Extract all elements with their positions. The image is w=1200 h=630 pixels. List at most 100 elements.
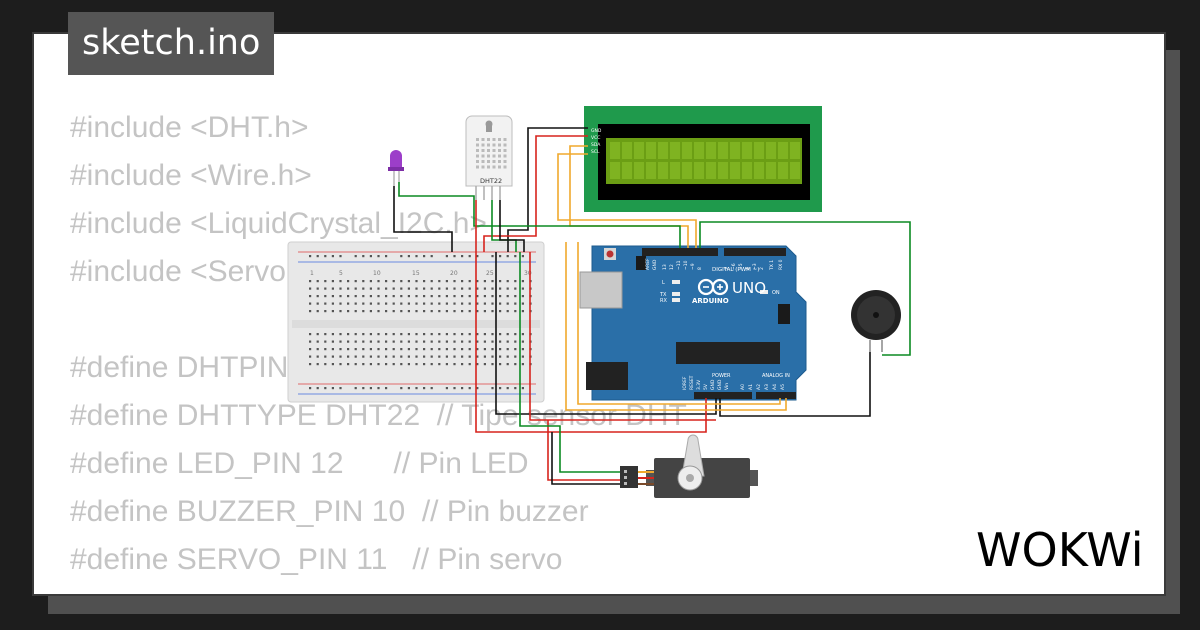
breadboard-hole [521, 310, 524, 313]
breadboard-hole [423, 333, 426, 336]
dht-vent [498, 138, 501, 141]
arduino-on-label: ON [772, 290, 780, 296]
breadboard-hole [453, 302, 456, 305]
breadboard-hole [407, 348, 410, 351]
breadboard-hole [483, 340, 486, 343]
breadboard-hole [491, 363, 494, 366]
breadboard-hole [339, 302, 342, 305]
breadboard-hole [521, 348, 524, 351]
breadboard-hole [483, 363, 486, 366]
breadboard-rail-hole [453, 255, 456, 258]
breadboard-hole [331, 302, 334, 305]
breadboard-hole [324, 355, 327, 358]
breadboard-hole [354, 355, 357, 358]
breadboard-hole [461, 348, 464, 351]
breadboard-hole [369, 287, 372, 290]
breadboard-hole [392, 287, 395, 290]
breadboard-hole [445, 363, 448, 366]
breadboard-hole [468, 348, 471, 351]
breadboard-hole [324, 340, 327, 343]
breadboard-hole [324, 348, 327, 351]
breadboard-hole [491, 348, 494, 351]
breadboard-hole [499, 295, 502, 298]
breadboard-rail-hole [324, 387, 327, 390]
breadboard-hole [521, 333, 524, 336]
breadboard-hole [385, 302, 388, 305]
dht-vent [481, 160, 485, 163]
breadboard-hole [385, 340, 388, 343]
breadboard-hole [339, 355, 342, 358]
breadboard-hole [331, 348, 334, 351]
breadboard-hole [309, 363, 312, 366]
breadboard-hole [514, 295, 517, 298]
breadboard-hole [461, 363, 464, 366]
breadboard-hole [506, 302, 509, 305]
breadboard-hole [309, 287, 312, 290]
breadboard-hole [514, 355, 517, 358]
breadboard-hole [347, 355, 350, 358]
breadboard-rail-hole [461, 255, 464, 258]
code-line: #define SERVO_PIN 11 // Pin servo [70, 543, 563, 576]
breadboard-hole [514, 348, 517, 351]
breadboard-rail-hole [506, 387, 509, 390]
breadboard-hole [316, 340, 319, 343]
breadboard-hole [476, 363, 479, 366]
breadboard-hole [491, 295, 494, 298]
breadboard-hole [369, 348, 372, 351]
lcd-cell [766, 142, 776, 159]
dht-vent [481, 165, 485, 169]
breadboard-hole [362, 310, 365, 313]
breadboard-rail-hole [400, 387, 403, 390]
arduino-pin-label: ~11 [676, 260, 682, 270]
breadboard-hole [430, 302, 433, 305]
breadboard-hole [362, 340, 365, 343]
breadboard-hole [423, 280, 426, 283]
lcd-cell [658, 162, 668, 179]
breadboard-hole [499, 310, 502, 313]
breadboard-hole [331, 295, 334, 298]
lcd-cell [706, 162, 716, 179]
lcd-cell [694, 162, 704, 179]
dht-vent [487, 138, 490, 141]
breadboard-hole [377, 333, 380, 336]
dht-vent [481, 154, 485, 158]
breadboard-hole [316, 287, 319, 290]
breadboard-rail-hole [499, 255, 502, 258]
breadboard-hole [377, 348, 380, 351]
breadboard-rail-hole [362, 255, 365, 258]
breadboard-hole [514, 302, 517, 305]
lcd-cell [778, 162, 788, 179]
breadboard-hole [506, 310, 509, 313]
breadboard-hole [369, 363, 372, 366]
breadboard-hole [430, 310, 433, 313]
lcd-cell [742, 162, 752, 179]
dht-vent [476, 160, 479, 163]
breadboard-hole [362, 302, 365, 305]
breadboard-hole [453, 295, 456, 298]
breadboard-rail-hole [521, 255, 524, 258]
file-tab[interactable]: sketch.ino [68, 12, 275, 75]
breadboard-hole [506, 348, 509, 351]
code-line: #include <LiquidCrystal_I2C.h> [70, 207, 487, 240]
breadboard-hole [309, 355, 312, 358]
lcd-cell [646, 162, 656, 179]
dht-vent [487, 154, 490, 158]
breadboard-hole [392, 302, 395, 305]
lcd-cell [682, 142, 692, 159]
dht-vent [503, 149, 507, 152]
dht-vent [503, 154, 507, 158]
breadboard-hole [468, 355, 471, 358]
breadboard-rail-hole [430, 255, 433, 258]
breadboard-col-label: 5 [339, 270, 343, 277]
breadboard-hole [438, 295, 441, 298]
breadboard-hole [392, 355, 395, 358]
breadboard-hole [438, 348, 441, 351]
breadboard-rail-hole [423, 387, 426, 390]
breadboard-hole [461, 280, 464, 283]
arduino-pin-label: A0 [740, 384, 746, 390]
breadboard-hole [354, 333, 357, 336]
breadboard-hole [415, 355, 418, 358]
breadboard-hole [354, 363, 357, 366]
breadboard-hole [506, 287, 509, 290]
